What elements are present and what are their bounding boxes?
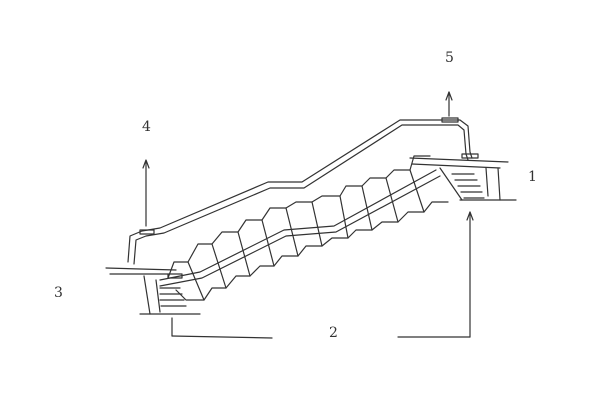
leader-line-2 (171, 211, 474, 339)
handrail (127, 117, 473, 265)
upper-station-hatching (451, 173, 485, 199)
callout-label-1: 1 (528, 169, 537, 185)
lower-landing (105, 267, 201, 315)
callout-label-2: 2 (329, 325, 338, 341)
leader-line-4 (142, 159, 150, 227)
handrail-grip-upper (441, 117, 459, 123)
lower-station-hatching (159, 287, 187, 307)
callout-label-3: 3 (54, 285, 63, 301)
upper-landing (409, 153, 517, 201)
step-band (159, 169, 441, 287)
callout-label-5: 5 (445, 50, 454, 66)
handrail-grip-lower (139, 229, 155, 235)
callout-label-4: 4 (142, 119, 151, 135)
steps (167, 155, 449, 301)
leader-line-5 (445, 91, 453, 117)
